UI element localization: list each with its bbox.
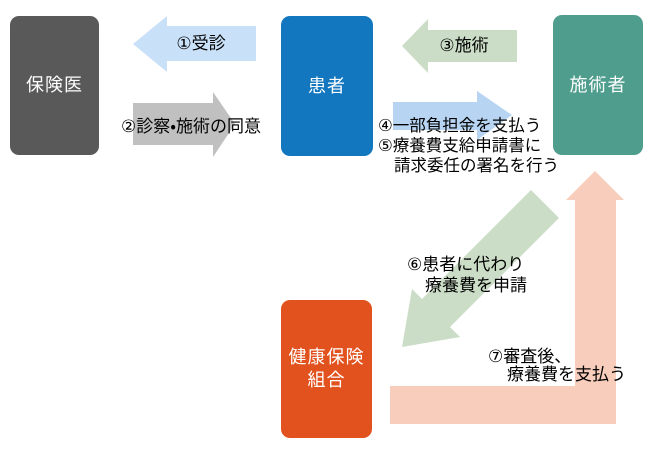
arrow-7-label: ⑦審査後、 療養費を支払う: [488, 348, 626, 384]
box-patient-label: 患者: [308, 75, 346, 96]
arrow-4-5-label: ④一部負担金を支払う ⑤療養費支給申請書に 請求委任の署名を行う: [378, 116, 559, 176]
box-insurance-doctor: 保険医: [10, 16, 99, 155]
arrow-2-label: ②診察・施術の同意: [120, 117, 262, 136]
arrow-6-diagonal-icon: [402, 190, 559, 347]
arrow-5-label-line2: ⑤療養費支給申請書に: [378, 137, 542, 155]
arrow-2-right-icon: [133, 92, 235, 157]
box-health-insurance-union-label: 健康保険 組合: [289, 346, 365, 392]
box-practitioner: 施術者: [553, 15, 643, 155]
arrow-1-left-icon: [133, 16, 256, 72]
box-patient: 患者: [281, 16, 373, 156]
arrow-1-label: ①受診: [176, 34, 226, 53]
arrow-3-label: ③施術: [439, 36, 489, 55]
arrow-7-elbow-up-icon: [390, 171, 624, 424]
box-insurance-doctor-label: 保険医: [26, 75, 83, 95]
box-health-insurance-line1: 健康保険: [288, 347, 365, 367]
arrow-6-label-line2: 療養費を申請: [425, 276, 527, 295]
arrow-4-label-line1: ④一部負担金を支払う: [378, 117, 542, 135]
arrow-4-right-icon: [393, 91, 512, 140]
box-health-insurance-union: 健康保険 組合: [281, 300, 372, 438]
arrow-3-left-icon: [402, 19, 517, 73]
arrow-6-label: ⑥患者に代わり 療養費を申請: [407, 254, 527, 296]
box-practitioner-label: 施術者: [569, 74, 627, 95]
arrow-5-label-line3: 請求委任の署名を行う: [394, 157, 559, 175]
box-health-insurance-line2: 組合: [307, 370, 346, 390]
arrow-6-label-line1: ⑥患者に代わり: [407, 255, 525, 274]
arrow-7-label-line1: ⑦審査後、: [488, 347, 572, 366]
arrow-7-label-line2: 療養費を支払う: [507, 365, 626, 384]
